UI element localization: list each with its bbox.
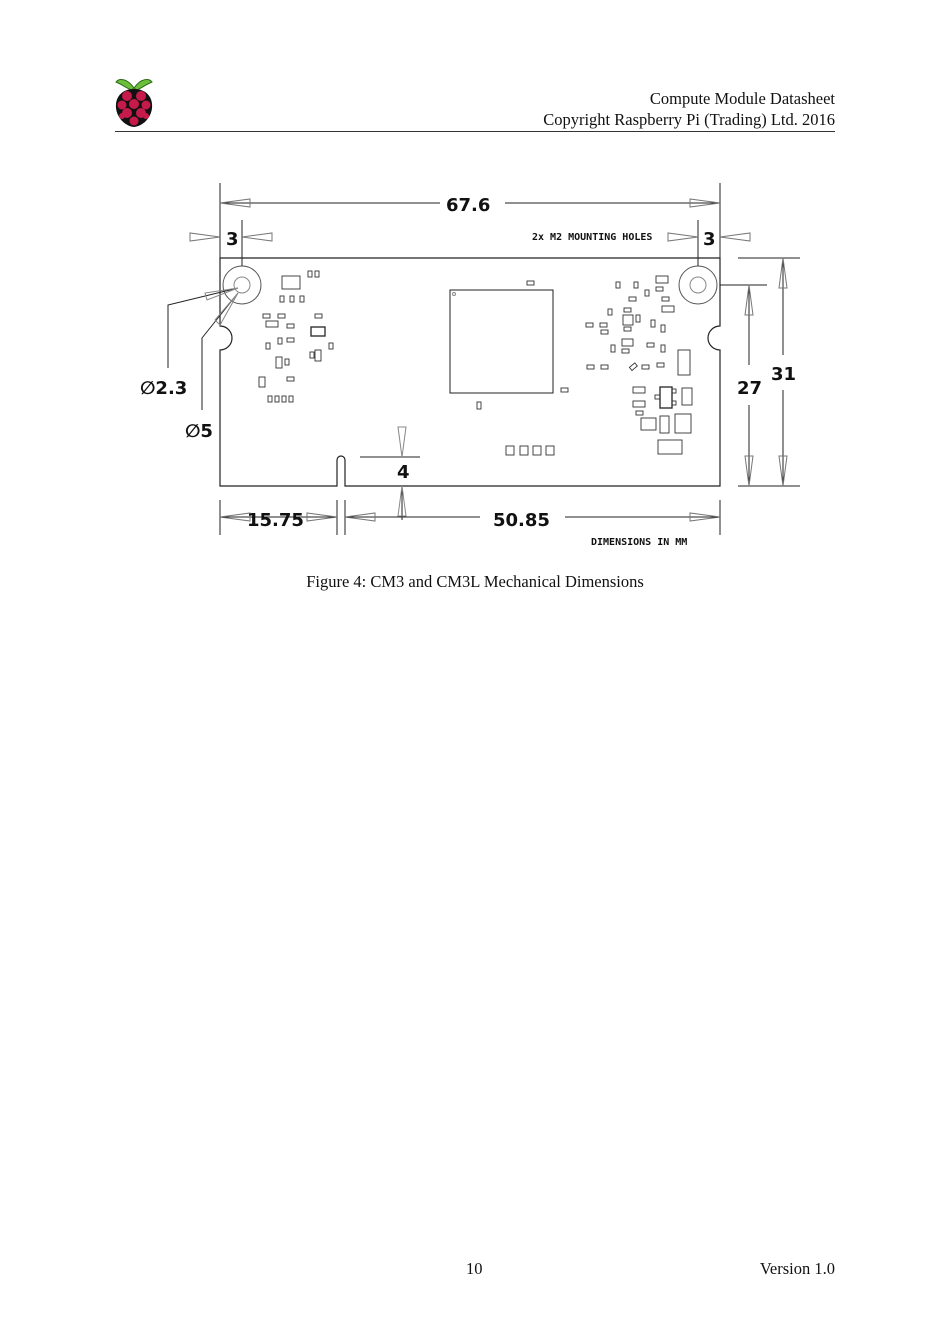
raspberry-pi-logo: [115, 79, 153, 127]
mounting-holes-note: 2x M2 MOUNTING HOLES: [532, 232, 652, 243]
dimension-hole-diameter: ∅2.3: [140, 378, 187, 399]
document-version: Version 1.0: [759, 1259, 835, 1278]
dimension-hole-offset-left: 3: [226, 229, 239, 250]
dimension-hole-offset-right: 3: [703, 229, 716, 250]
figure-caption: Figure 4: CM3 and CM3L Mechanical Dimens…: [306, 572, 644, 591]
page-number: 10: [466, 1259, 483, 1278]
copyright-line: Copyright Raspberry Pi (Trading) Ltd. 20…: [543, 110, 835, 129]
dimension-notch-right: 50.85: [493, 510, 550, 531]
dimension-hole-height: 27: [737, 378, 762, 399]
page-header: Compute Module Datasheet Copyright Raspb…: [543, 88, 835, 130]
header-rule: [115, 131, 835, 132]
mechanical-drawing: 67.6 3 3 2x M2 MOUNTING HOLES ∅2.3 ∅5 4 …: [140, 183, 800, 548]
document-title: Compute Module Datasheet: [649, 89, 835, 108]
dimension-pad-diameter: ∅5: [185, 421, 213, 442]
dimension-overall-width: 67.6: [446, 195, 490, 216]
units-note: DIMENSIONS IN MM: [591, 537, 687, 548]
dimension-notch-left: 15.75: [247, 510, 304, 531]
dimension-notch-width: 4: [397, 462, 410, 483]
dimension-overall-height: 31: [771, 364, 796, 385]
